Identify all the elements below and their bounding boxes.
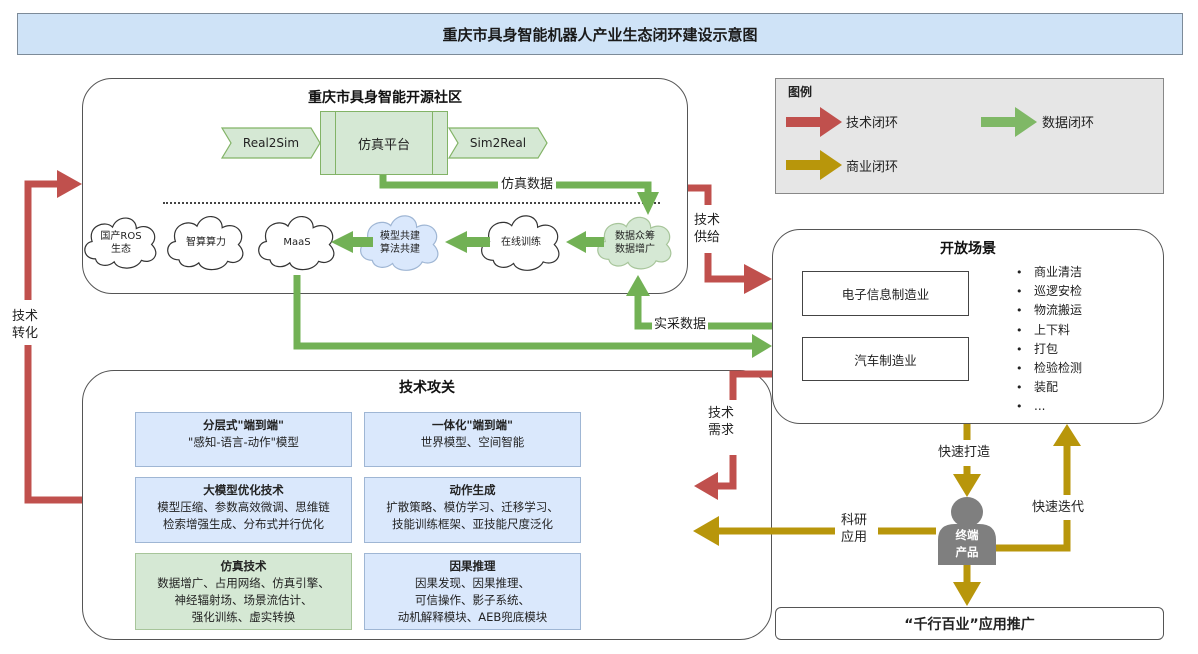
card-line: 数据增广、占用网络、仿真引擎、 [157, 576, 330, 590]
card-title: 一体化"端到端" [432, 418, 513, 432]
real2sim-chevron [220, 127, 321, 159]
legend-label-tech-loop: 技术闭环 [846, 116, 899, 131]
cloud-chain-arrows [331, 231, 604, 253]
tech-supply-arrow [688, 184, 748, 283]
legend-title: 图例 [788, 85, 813, 99]
fast-iterate-label: 快速迭代 [1032, 500, 1085, 515]
tech-demand-arrow [715, 370, 772, 490]
legend: 图例 技术闭环 数据闭环 商业闭环 [775, 78, 1164, 194]
card-line: "感知-语言-动作"模型 [188, 435, 299, 449]
cloud-computing-power: 智算算力 [186, 237, 226, 249]
sim-data-arrowhead [637, 192, 659, 215]
sim-data-label: 仿真数据 [498, 176, 557, 193]
cloud-ros-ecosystem: 国产ROS 生态 [100, 230, 142, 256]
real-data-arrow [634, 292, 772, 330]
sim2real-label: Sim2Real [469, 136, 527, 150]
card-line: 扩散策略、模仿学习、迁移学习、 [386, 500, 559, 514]
tech-transfer-arrow [24, 180, 82, 504]
tech-transfer-label: 技术 转化 [12, 309, 39, 341]
card-title: 仿真技术 [220, 559, 267, 573]
tech-transfer-arrowhead [57, 170, 82, 198]
cloud-maas: MaaS [283, 237, 311, 249]
tech-card-integrated-e2e: 一体化"端到端" 世界模型、空间智能 [364, 412, 581, 467]
card-line: 强化训练、虚实转换 [191, 610, 296, 624]
scene-application-list: 商业清洁 巡逻安检 物流搬运 上下料 打包 检验检测 装配 ... [1016, 263, 1082, 417]
fast-build-arrowhead [953, 474, 981, 497]
open-scene-panel: 开放场景 [772, 229, 1164, 424]
tech-card-hierarchical-e2e: 分层式"端到端" "感知-语言-动作"模型 [135, 412, 352, 467]
tech-title: 技术攻关 [399, 380, 455, 396]
sim2real-chevron [447, 127, 548, 159]
real-data-arrowhead [626, 275, 650, 296]
scene-list-item: 商业清洁 [1016, 263, 1082, 282]
terminal-product-icon [938, 497, 996, 565]
card-line: 技能训练框架、亚技能尺度泛化 [392, 517, 553, 531]
scene-list-item: 检验检测 [1016, 359, 1082, 378]
card-title: 动作生成 [449, 483, 496, 497]
cloud-shape-ros [84, 217, 157, 269]
terminal-product-label: 终端 产品 [955, 528, 979, 559]
card-line: 神经辐射场、场景流估计、 [174, 593, 313, 607]
cloud-data-crowdsourcing: 数据众筹 数据增广 [615, 230, 655, 256]
industry-promotion-box: “千行百业”应用推广 [775, 607, 1164, 640]
scene-list-item: 巡逻安检 [1016, 282, 1082, 301]
card-line: 模型压缩、参数高效微调、思维链 [157, 500, 330, 514]
card-line: 动机解释模块、AEB兜底模块 [397, 610, 548, 624]
tech-card-action-generation: 动作生成 扩散策略、模仿学习、迁移学习、 技能训练框架、亚技能尺度泛化 [364, 477, 581, 543]
scene-list-item: 打包 [1016, 340, 1082, 359]
fast-iterate-arrow [996, 440, 1071, 552]
cloud-shape-computing [167, 216, 244, 271]
legend-arrow-red [786, 107, 842, 137]
card-title: 因果推理 [449, 559, 496, 573]
cloud-model-algorithm-cocreation: 模型共建 算法共建 [380, 230, 420, 256]
tech-card-llm-optimization: 大模型优化技术 模型压缩、参数高效微调、思维链 检索增强生成、分布式并行优化 [135, 477, 352, 543]
tech-supply-label: 技术 供给 [694, 213, 721, 245]
card-title: 分层式"端到端" [203, 418, 284, 432]
tech-demand-arrowhead [694, 472, 718, 500]
sim-platform-box: 仿真平台 [320, 111, 448, 175]
real2sim-label: Real2Sim [242, 136, 300, 150]
scene-list-item: ... [1016, 397, 1082, 416]
card-line: 可信操作、影子系统、 [415, 593, 530, 607]
scene-list-item: 物流搬运 [1016, 301, 1082, 320]
card-line: 世界模型、空间智能 [420, 435, 525, 449]
scene-title: 开放场景 [940, 241, 996, 257]
community-title: 重庆市具身智能开源社区 [308, 90, 462, 106]
promotion-arrowhead [953, 582, 981, 606]
research-app-arrowhead [693, 516, 719, 546]
scene-list-item: 上下料 [1016, 321, 1082, 340]
legend-label-data-loop: 数据闭环 [1042, 116, 1095, 131]
community-divider [163, 202, 660, 204]
card-line: 因果发现、因果推理、 [415, 576, 530, 590]
scene-box-electronics: 电子信息制造业 [802, 271, 969, 316]
card-line: 检索增强生成、分布式并行优化 [163, 517, 324, 531]
legend-label-business-loop: 商业闭环 [846, 160, 899, 175]
tech-card-simulation: 仿真技术 数据增广、占用网络、仿真引擎、 神经辐射场、场景流估计、 强化训练、虚… [135, 553, 352, 630]
scene-list-item: 装配 [1016, 378, 1082, 397]
research-app-label: 科研 应用 [841, 513, 868, 545]
maas-to-scene-arrowhead [752, 334, 772, 358]
tech-demand-label: 技术 需求 [708, 406, 735, 438]
maas-to-scene-arrow [293, 275, 755, 350]
fast-build-label: 快速打造 [938, 445, 991, 460]
tech-supply-arrowhead [744, 264, 772, 294]
fast-iterate-arrowhead [1053, 424, 1081, 446]
card-title: 大模型优化技术 [203, 483, 284, 497]
real-data-label: 实采数据 [652, 316, 709, 333]
legend-arrow-green [981, 107, 1037, 137]
cloud-online-training: 在线训练 [501, 237, 541, 249]
legend-arrow-gold [786, 150, 842, 180]
scene-box-automotive: 汽车制造业 [802, 337, 969, 381]
diagram-title: 重庆市具身智能机器人产业生态闭环建设示意图 [17, 13, 1183, 55]
cloud-shape-maas [258, 216, 335, 271]
cloud-shape-data [597, 216, 672, 270]
tech-card-causal-reasoning: 因果推理 因果发现、因果推理、 可信操作、影子系统、 动机解释模块、AEB兜底模… [364, 553, 581, 630]
sim-platform-label: 仿真平台 [357, 137, 410, 153]
